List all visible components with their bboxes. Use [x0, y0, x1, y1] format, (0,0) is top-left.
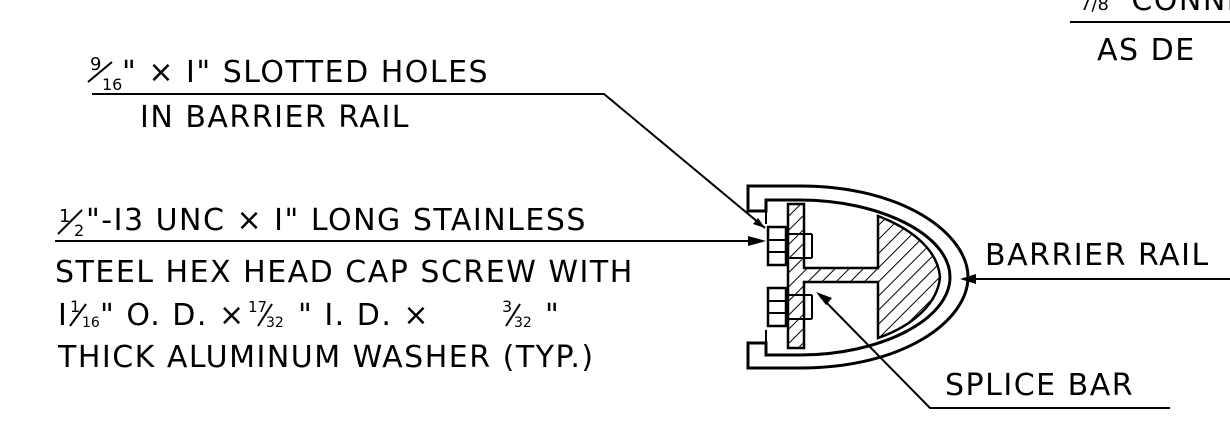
screw-line1: "-I3 UNC × I" LONG STAINLESS: [86, 203, 587, 238]
screw-line3-a-slash: [69, 303, 87, 327]
top-right-line2: AS DE: [1097, 33, 1196, 68]
screw-line3-b-rest: " I. D. ×: [298, 298, 430, 333]
screw-line3-a-den: 16: [82, 315, 100, 331]
splice-bar-leader: [819, 295, 1170, 409]
screw-line3-whole: I: [58, 298, 68, 333]
screw-frac-slash: [57, 209, 83, 235]
screw-line3-b-num: 17: [248, 298, 267, 316]
top-right-callout: 7/8 " CONNE AS DE: [1070, 0, 1230, 68]
bolt-upper: [766, 225, 813, 267]
slotted-holes-callout: 9 16 " × I" SLOTTED HOLES IN BARRIER RAI…: [87, 54, 766, 229]
splice-bar-label: SPLICE BAR: [945, 368, 1134, 403]
screw-line3-c-rest: ": [545, 298, 560, 333]
bolt-lower: [766, 286, 813, 328]
screw-line3-a-rest: " O. D. ×: [100, 298, 246, 333]
slotted-frac-num: 9: [90, 54, 101, 75]
splice-bar-section: [786, 202, 942, 350]
screw-line3-b-slash: [257, 303, 273, 327]
splice-bar-arrowhead: [816, 292, 832, 305]
screw-line3-a-num: 1: [70, 297, 80, 316]
screw-line4: THICK ALUMINUM WASHER (TYP.): [57, 340, 595, 375]
screw-frac-den: 2: [74, 221, 84, 240]
slotted-frac-slash: [87, 61, 113, 83]
cap-screw-callout: 1 2 "-I3 UNC × I" LONG STAINLESS STEEL H…: [55, 203, 766, 375]
screw-line3-c-slash: [505, 303, 521, 327]
screw-line2: STEEL HEX HEAD CAP SCREW WITH: [55, 255, 634, 290]
screw-line3-c-num: 3: [502, 297, 512, 316]
slotted-line2: IN BARRIER RAIL: [140, 100, 410, 135]
screw-line3-c-den: 32: [514, 315, 532, 331]
slotted-leader: [92, 93, 766, 229]
top-right-line1: " CONNE: [1105, 0, 1230, 18]
screw-frac-num: 1: [59, 206, 70, 227]
screw-line3-b-den: 32: [266, 315, 284, 331]
screw-arrowhead: [748, 236, 766, 246]
slotted-frac-den: 16: [102, 75, 122, 94]
rail-cross-section: [746, 184, 970, 370]
slotted-line1: " × I" SLOTTED HOLES: [122, 55, 489, 90]
splice-bar-callout: SPLICE BAR: [816, 292, 1170, 409]
barrier-rail-callout: BARRIER RAIL: [960, 238, 1230, 284]
slotted-arrowhead: [753, 218, 765, 228]
top-right-frac: 7/8: [1080, 0, 1109, 15]
barrier-rail-label: BARRIER RAIL: [985, 238, 1210, 273]
